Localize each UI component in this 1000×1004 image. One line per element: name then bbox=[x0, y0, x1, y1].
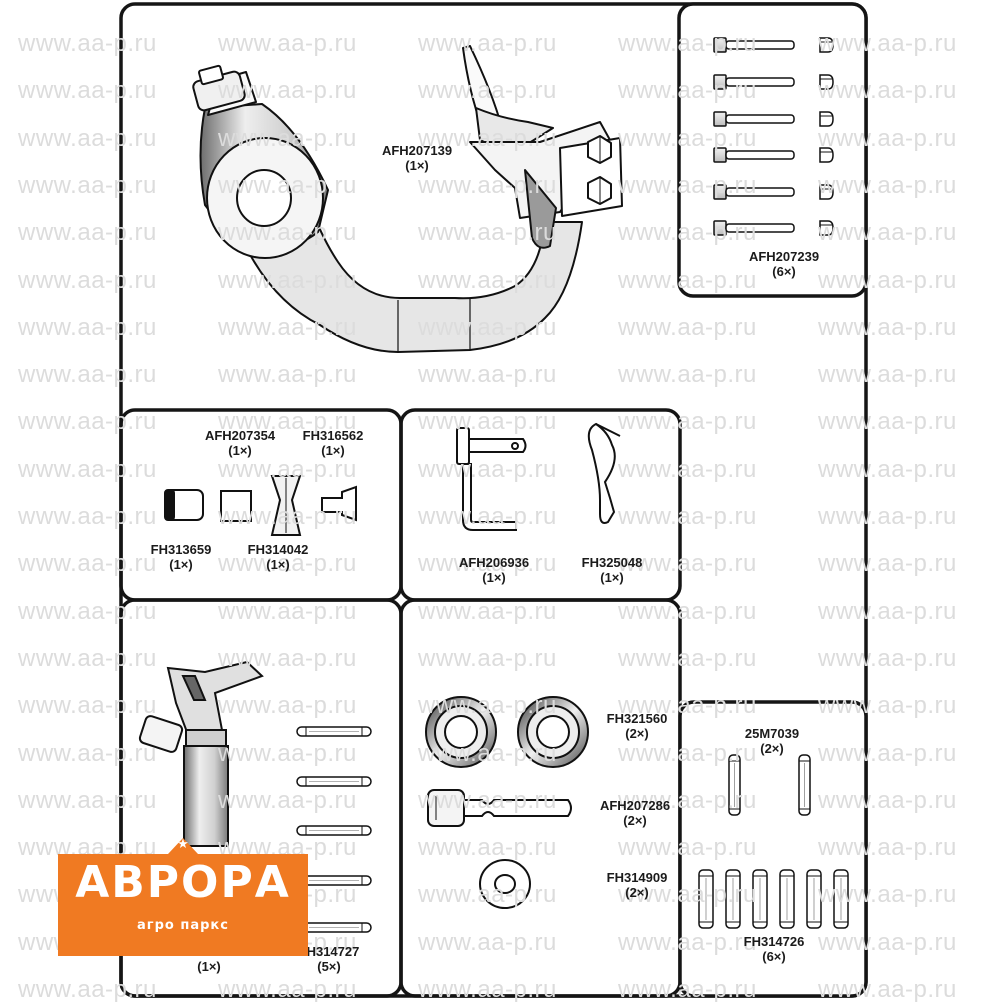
part-qty: (2×) bbox=[623, 813, 647, 828]
part-qty: (2×) bbox=[760, 741, 784, 756]
label-fh321560: FH321560 (2×) bbox=[607, 711, 668, 741]
pins-drawing bbox=[456, 422, 621, 531]
label-afh207286: AFH207286 (2×) bbox=[600, 798, 670, 828]
label-fh325048: FH325048 (1×) bbox=[582, 555, 643, 585]
part-code: AFH207286 bbox=[599, 798, 671, 813]
part-code: AFH207239 bbox=[748, 249, 820, 264]
label-afh207239: AFH207239 (6×) bbox=[749, 249, 819, 279]
part-qty: (6×) bbox=[772, 264, 796, 279]
label-afh207354: AFH207354 (1×) bbox=[205, 428, 275, 458]
part-code: AFH207354 bbox=[204, 428, 276, 443]
part-code: AFH206936 bbox=[458, 555, 530, 570]
washers-drawing bbox=[425, 696, 589, 909]
part-qty: (1×) bbox=[169, 557, 193, 572]
part-qty: (1×) bbox=[228, 443, 252, 458]
part-code: AFH207139 bbox=[381, 143, 453, 158]
label-fh314727: FH314727 (5×) bbox=[299, 944, 360, 974]
label-fh314726: FH314726 (6×) bbox=[744, 934, 805, 964]
part-qty: (1×) bbox=[266, 557, 290, 572]
logo-badge bbox=[58, 838, 308, 956]
part-code: FH313659 bbox=[150, 542, 212, 557]
label-fh316562: FH316562 (1×) bbox=[303, 428, 364, 458]
part-code: FH321560 bbox=[606, 711, 668, 726]
part-qty: (5×) bbox=[317, 959, 341, 974]
part-code: FH325048 bbox=[581, 555, 643, 570]
roll-pins-drawing bbox=[296, 726, 372, 933]
tube-drawing bbox=[138, 660, 264, 847]
label-25m7039: 25M7039 (2×) bbox=[745, 726, 799, 756]
part-code: FH314727 bbox=[298, 944, 360, 959]
part-code: FH314726 bbox=[743, 934, 805, 949]
logo-title: АВРОРА bbox=[75, 857, 291, 908]
label-afh207139: AFH207139 (1×) bbox=[382, 143, 452, 173]
part-qty: (1×) bbox=[197, 959, 221, 974]
part-qty: (6×) bbox=[762, 949, 786, 964]
logo-star: ★ bbox=[177, 836, 189, 851]
small-parts-drawing bbox=[164, 475, 357, 536]
part-qty: (2×) bbox=[625, 726, 649, 741]
part-code: FH316562 bbox=[302, 428, 364, 443]
label-fh314909: FH314909 (2×) bbox=[607, 870, 668, 900]
label-fh314042: FH314042 (1×) bbox=[248, 542, 309, 572]
avrora-logo: ★ АВРОРА агро паркс bbox=[58, 836, 308, 956]
label-fh313659: FH313659 (1×) bbox=[151, 542, 212, 572]
logo-subtitle: агро паркс bbox=[137, 918, 229, 933]
part-qty: (1×) bbox=[405, 158, 429, 173]
part-code: FH314042 bbox=[247, 542, 309, 557]
part-qty: (1×) bbox=[600, 570, 624, 585]
part-qty: (1×) bbox=[482, 570, 506, 585]
part-qty: (1×) bbox=[321, 443, 345, 458]
part-code: FH314909 bbox=[606, 870, 668, 885]
label-afh206936: AFH206936 (1×) bbox=[459, 555, 529, 585]
part-qty: (2×) bbox=[625, 885, 649, 900]
part-code: 25M7039 bbox=[744, 726, 800, 741]
arm-assembly-drawing bbox=[192, 45, 623, 353]
